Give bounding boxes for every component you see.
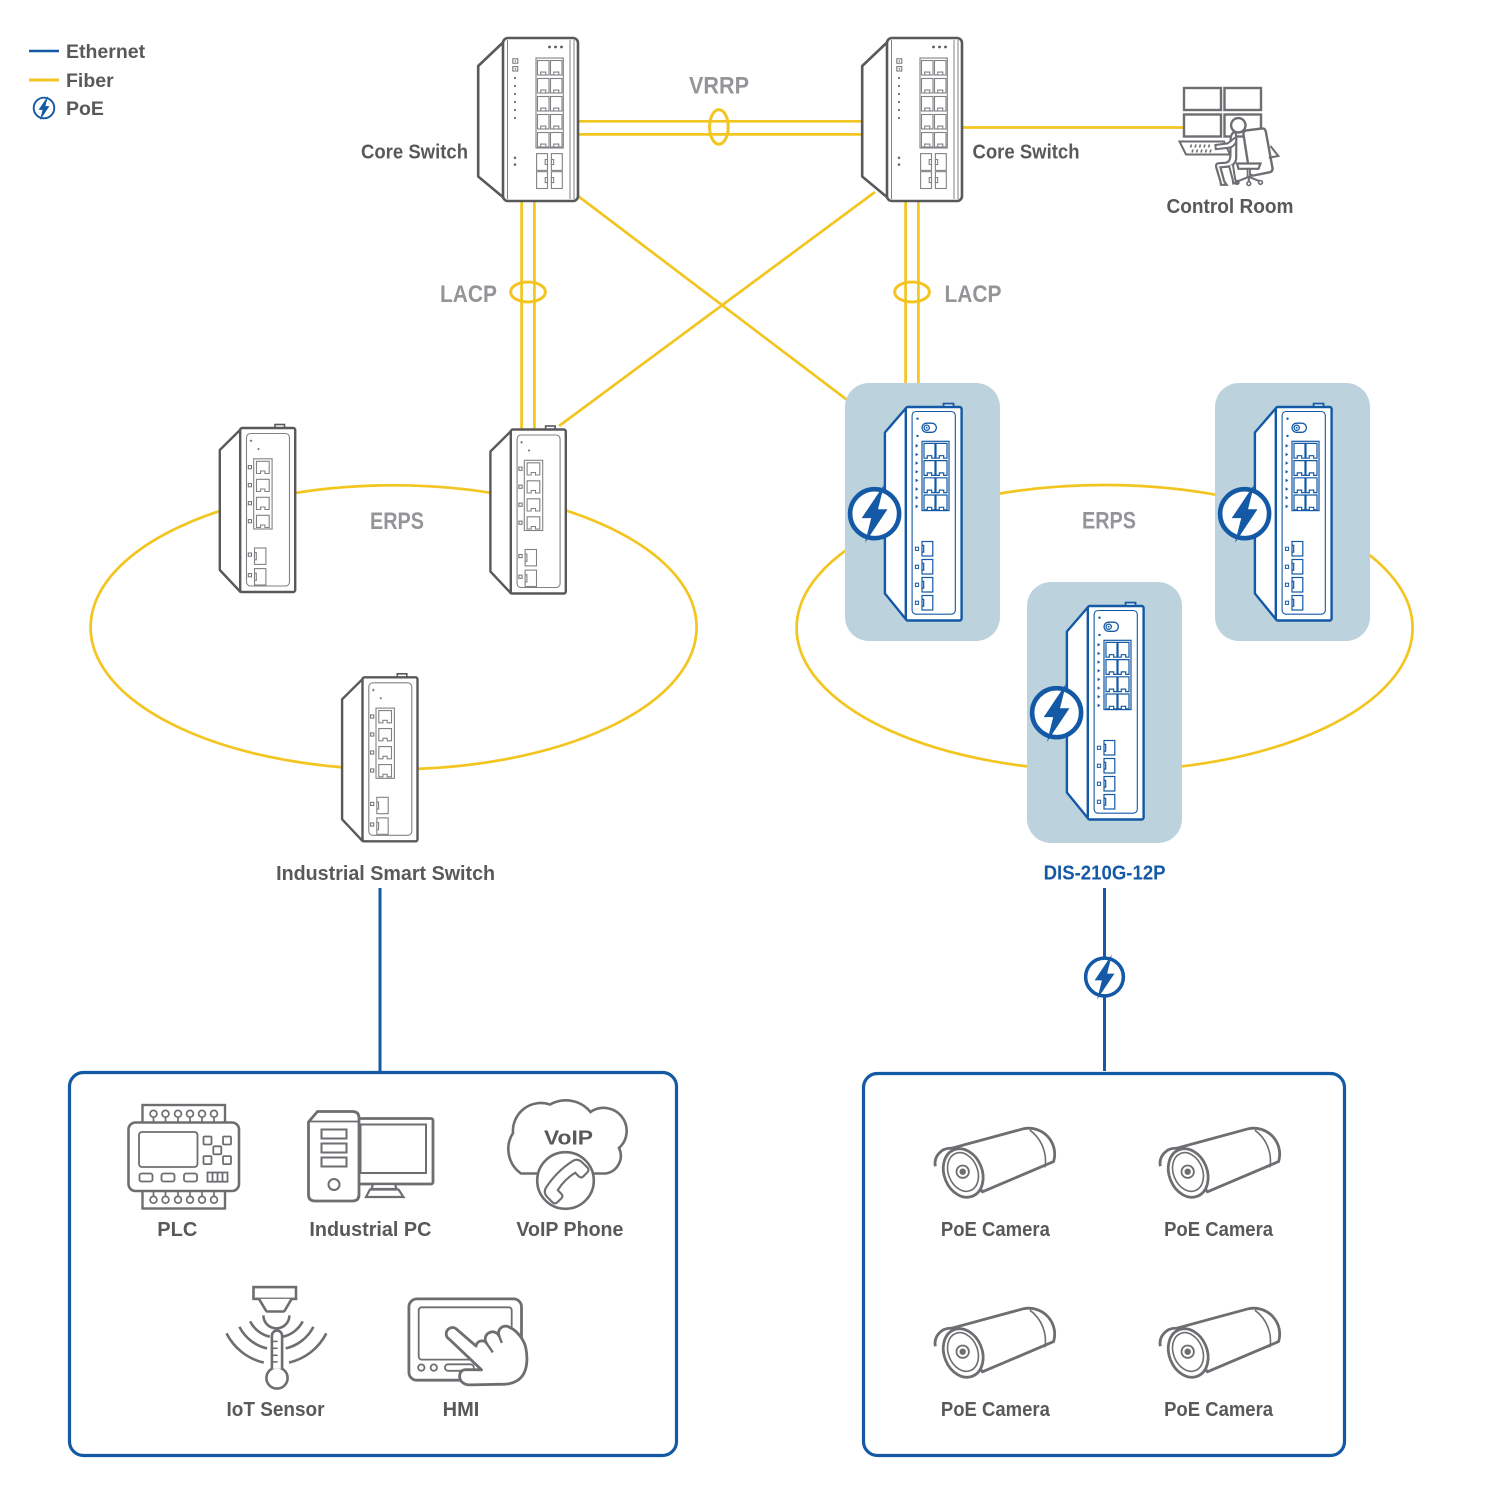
svg-text:HMI: HMI	[443, 1399, 480, 1421]
svg-text:Core Switch: Core Switch	[361, 142, 468, 164]
svg-text:PoE Camera: PoE Camera	[941, 1219, 1051, 1241]
svg-text:Core Switch: Core Switch	[973, 142, 1080, 164]
svg-text:Ethernet: Ethernet	[66, 41, 146, 63]
svg-text:PoE Camera: PoE Camera	[1164, 1219, 1274, 1241]
svg-text:IoT Sensor: IoT Sensor	[227, 1399, 325, 1421]
svg-text:LACP: LACP	[440, 281, 497, 308]
svg-text:PoE Camera: PoE Camera	[941, 1399, 1051, 1421]
svg-text:DIS-210G-12P: DIS-210G-12P	[1044, 862, 1166, 885]
svg-text:Control Room: Control Room	[1167, 196, 1294, 218]
svg-text:ERPS: ERPS	[1082, 508, 1136, 535]
svg-text:VoIP Phone: VoIP Phone	[516, 1219, 623, 1241]
svg-text:VoIP: VoIP	[544, 1128, 593, 1150]
svg-text:Fiber: Fiber	[66, 70, 114, 92]
svg-text:LACP: LACP	[945, 281, 1002, 308]
svg-text:PoE: PoE	[66, 98, 104, 120]
svg-text:PLC: PLC	[157, 1219, 197, 1241]
svg-text:VRRP: VRRP	[689, 73, 749, 100]
svg-text:Industrial PC: Industrial PC	[309, 1219, 431, 1241]
svg-text:ERPS: ERPS	[370, 508, 424, 535]
svg-text:Industrial Smart Switch: Industrial Smart Switch	[276, 863, 495, 885]
svg-text:PoE Camera: PoE Camera	[1164, 1399, 1274, 1421]
